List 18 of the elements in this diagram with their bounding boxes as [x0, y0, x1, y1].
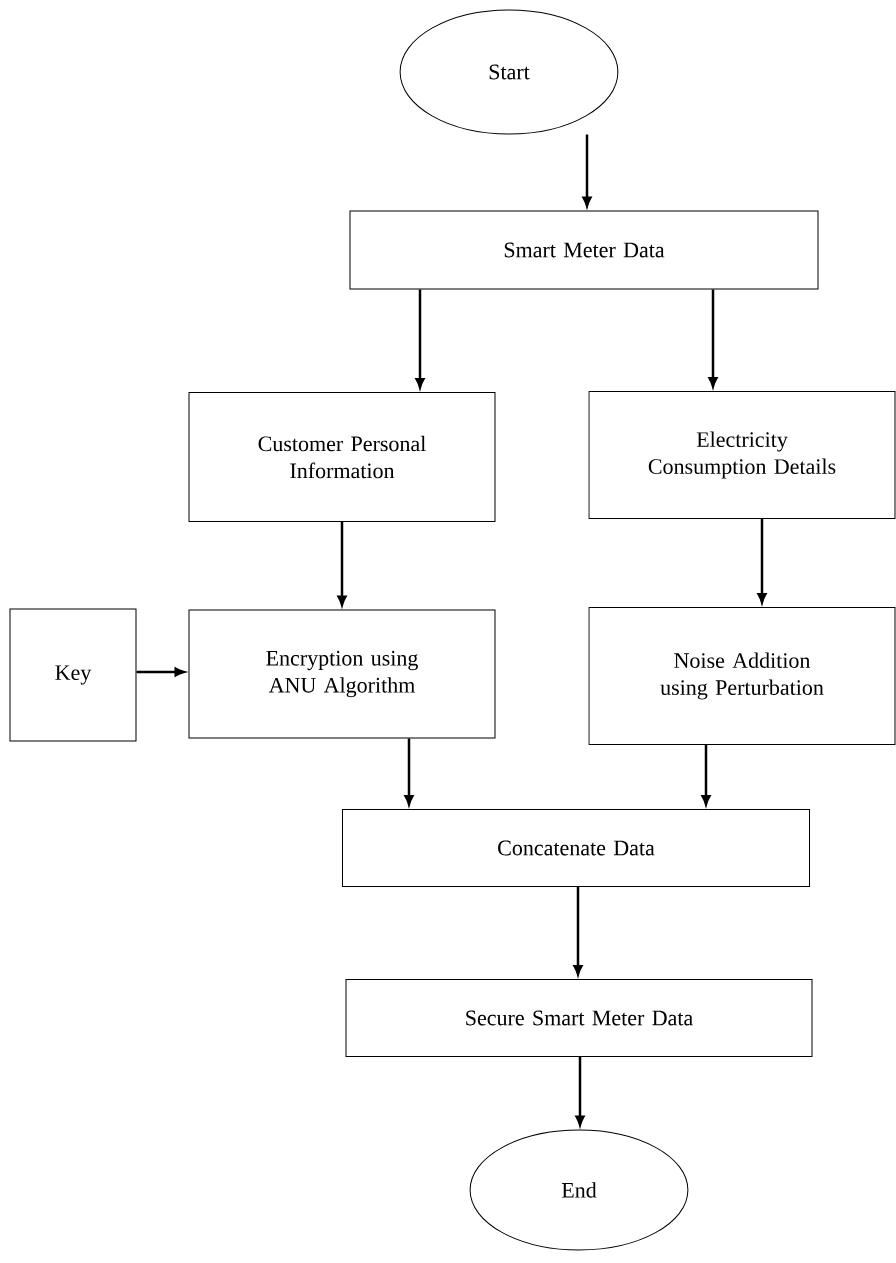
process-box: Smart Meter Data: [349, 210, 819, 290]
process-box: Key: [9, 608, 137, 742]
process-box: Noise Addition using Perturbation: [588, 607, 896, 745]
arrow: [582, 134, 592, 207]
process-box: Concatenate Data: [342, 809, 810, 887]
process-box: Secure Smart Meter Data: [345, 979, 813, 1057]
arrow: [337, 522, 347, 606]
arrow: [757, 519, 767, 604]
process-box: Electricity Consumption Details: [588, 391, 896, 519]
arrow: [573, 887, 583, 976]
arrow: [136, 667, 185, 677]
arrow: [575, 1057, 585, 1126]
arrow: [404, 738, 414, 806]
arrow: [708, 289, 718, 388]
arrow: [701, 745, 711, 806]
process-box: Encryption using ANU Algorithm: [188, 609, 496, 739]
process-box: Customer Personal Information: [188, 392, 496, 522]
arrow: [415, 289, 425, 389]
